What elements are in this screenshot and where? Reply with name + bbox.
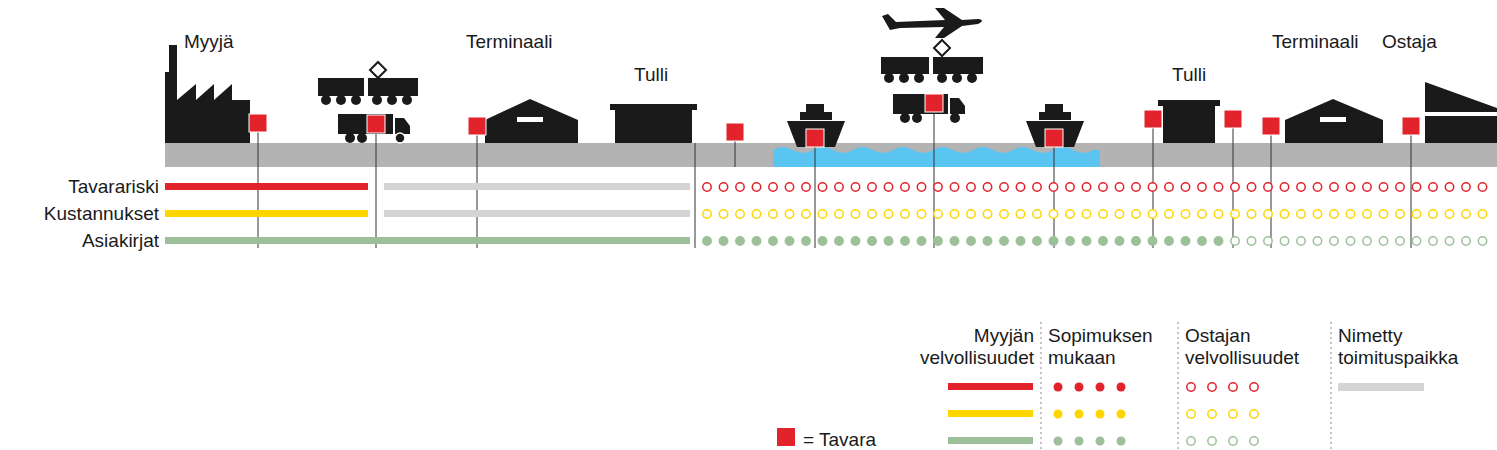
legend-text: Ostajan velvollisuudet (1185, 325, 1327, 369)
row-label: Kustannukset (44, 203, 159, 225)
legend-swatch (1338, 383, 1424, 391)
legend-text: Myyjän velvollisuudet (888, 325, 1034, 369)
place-label: Ostaja (1382, 31, 1437, 53)
legend-text: = Tavara (803, 429, 893, 450)
legend-text: Nimetty toimituspaikka (1338, 325, 1490, 369)
row-label: Asiakirjat (82, 230, 159, 252)
place-label: Terminaali (1272, 31, 1359, 53)
place-label: Tulli (634, 64, 668, 86)
place-label: Terminaali (466, 31, 553, 53)
legend-text: Sopimuksen mukaan (1048, 325, 1176, 369)
place-label: Myyjä (184, 31, 234, 53)
place-label: Tulli (1172, 64, 1206, 86)
legend-swatch (777, 428, 795, 446)
row-label: Tavarariski (68, 176, 159, 198)
